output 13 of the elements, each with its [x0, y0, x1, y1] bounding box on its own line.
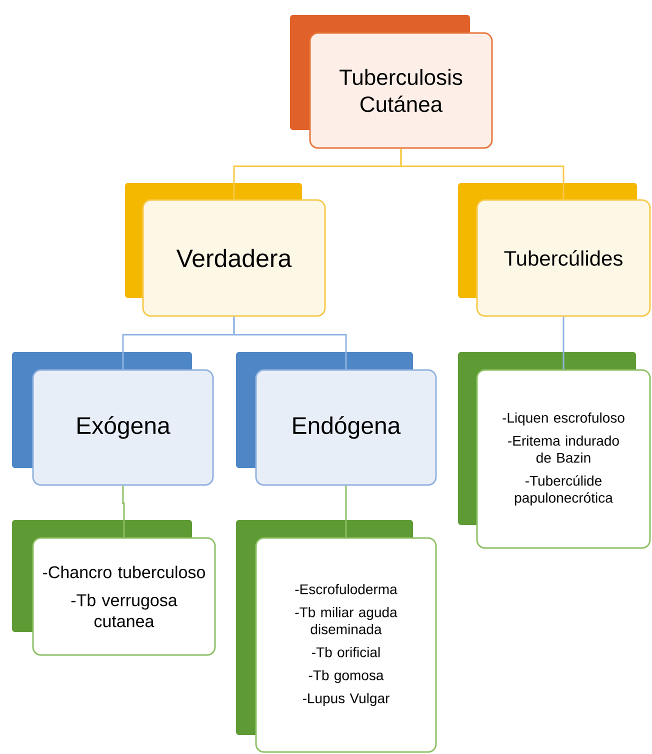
connector-line	[233, 316, 347, 370]
list-box: -Chancro tuberculoso -Tb verrugosa cutanea	[12, 520, 216, 656]
category-box: Verdadera	[125, 183, 326, 317]
connector-line	[562, 316, 564, 370]
connector-line	[122, 486, 125, 538]
category-box: Endógena	[236, 352, 437, 486]
title-box: Tuberculosis Cutánea	[290, 15, 493, 149]
category-box: Exógena	[12, 352, 214, 486]
connector-line	[345, 486, 347, 538]
list-box: -Escrofuloderma -Tb miliar aguda diseminada -Tb orificial -Tb gomosa -Lupus Vulgar	[236, 520, 437, 753]
category-box: Tubercúlides	[458, 183, 651, 317]
list-box: -Liquen escrofuloso -Eritema indurado de Bazin -Tubercúlide papulonecrótica	[458, 352, 651, 549]
connector-line	[400, 148, 564, 200]
